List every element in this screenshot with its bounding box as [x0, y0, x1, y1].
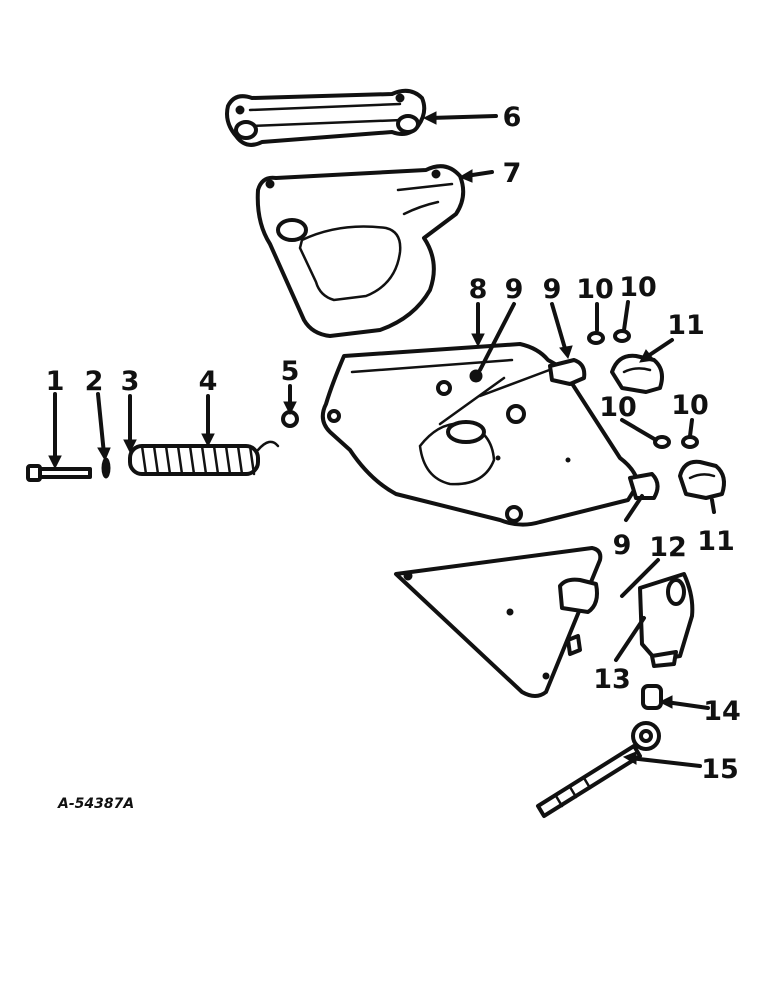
callout-9-top-left: 9	[505, 274, 524, 305]
callout-9-bottom: 9	[613, 530, 632, 561]
part-7-upper-bracket	[255, 164, 466, 338]
callout-11-top: 11	[667, 310, 705, 341]
part-13-bracket	[638, 572, 695, 668]
callout-13: 13	[593, 664, 631, 695]
callout-10-mid-right: 10	[671, 390, 709, 421]
callout-15: 15	[701, 754, 739, 785]
callout-10-top-right: 10	[619, 272, 657, 303]
callout-10-mid-left: 10	[599, 392, 637, 423]
callout-14: 14	[703, 696, 741, 727]
callout-11-bottom: 11	[697, 526, 735, 557]
part-12-lower-plate	[394, 546, 603, 698]
part-6-link-bar	[225, 88, 427, 147]
callout-3: 3	[121, 366, 140, 397]
callout-5: 5	[281, 356, 300, 387]
part-15-eye-bolt	[536, 721, 661, 818]
callout-9-top-right: 9	[543, 274, 562, 305]
leader-lines	[48, 111, 716, 768]
part-1-bolt	[26, 464, 92, 482]
part-8-main-plate	[320, 342, 640, 527]
callout-1: 1	[46, 366, 65, 397]
part-4-spring	[128, 440, 280, 476]
part-14-bushing	[641, 684, 663, 710]
callout-labels: 1 2 3 4 5 6 7 8 9 9 9 10 10 10 10 11 11 …	[46, 102, 741, 785]
callout-4: 4	[199, 366, 218, 397]
callout-7: 7	[503, 158, 522, 189]
part-11-clamps	[610, 353, 726, 500]
part-2-pin	[101, 457, 111, 479]
callout-8: 8	[469, 274, 488, 305]
part-9-pads	[469, 358, 660, 500]
callout-2: 2	[85, 366, 104, 397]
callout-10-top-left: 10	[576, 274, 614, 305]
callout-6: 6	[503, 102, 522, 133]
drawing-reference: A-54387A	[57, 796, 134, 812]
callout-12: 12	[649, 532, 687, 563]
